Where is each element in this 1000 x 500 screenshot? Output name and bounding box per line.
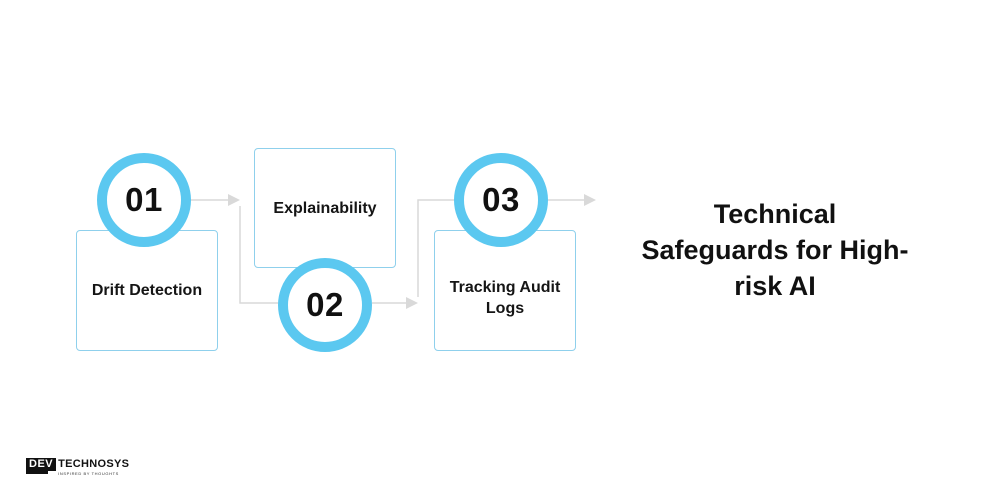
logo-tagline: INSPIRED BY THOUGHTS [58,471,119,476]
step-2-number: 02 [306,286,344,323]
step-3-number-badge: 03 [454,153,548,247]
logo-monitor-base [26,471,48,474]
connector-3-up [417,199,460,297]
arrowhead-3 [584,194,596,206]
arrowhead-1 [228,194,240,206]
step-3-number: 03 [482,181,520,218]
logo-name: TECHNOSYS [58,458,130,470]
arrowhead-2 [406,297,418,309]
step-1-number: 01 [125,181,163,218]
step-2-card: Explainability [254,148,396,268]
brand-logo: DEV TECHNOSYS INSPIRED BY THOUGHTS [26,458,129,476]
step-1-label: Drift Detection [91,282,203,299]
logo-mark: DEV [26,458,57,471]
connector-2-down [239,206,280,304]
step-3-card: Tracking Audit Logs [434,230,576,351]
step-2-number-badge: 02 [278,258,372,352]
step-2-label: Explainability [273,199,377,217]
step-1-number-badge: 01 [97,153,191,247]
step-1-card: Drift Detection [76,230,218,351]
diagram-title: Technical Safeguards for High-risk AI [641,199,909,301]
step-3-label: Tracking Audit Logs [449,278,561,317]
